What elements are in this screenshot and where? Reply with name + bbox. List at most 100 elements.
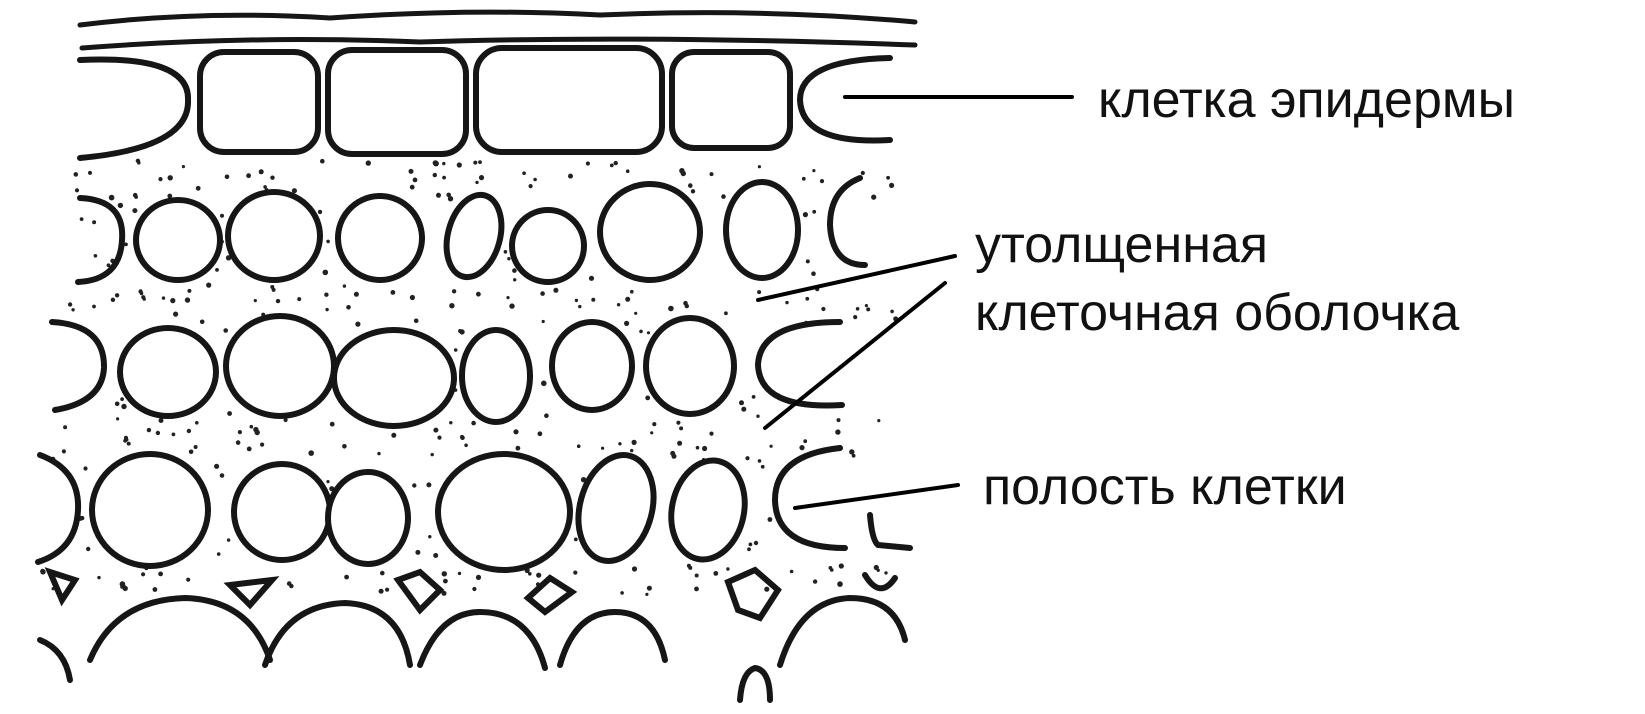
wall-stipple-dot [246,173,251,178]
pointer-cell-cavity [795,485,958,508]
cuticle-line [80,12,915,25]
collenchyma-cell [136,200,220,280]
wall-stipple-dot [186,578,190,582]
wall-stipple-dot [308,450,314,456]
epidermis-cell [672,52,790,148]
collenchyma-cell [228,192,320,280]
wall-stipple-dot [577,444,581,448]
wall-stipple-dot [739,400,744,405]
wall-stipple-dot [624,321,629,326]
cell-partial [775,448,845,548]
wall-stipple-dot [437,436,441,440]
wall-stipple-dot [121,404,126,409]
wall-stipple-dot [475,181,478,184]
wall-stipple-dot [652,422,656,426]
wall-stipple-dot [40,569,45,574]
wall-stipple-dot [325,308,328,311]
wall-stipple-dot [385,588,389,592]
wall-stipple-dot [410,295,415,300]
cell-partial [40,640,70,680]
wall-stipple-dot [625,297,630,302]
wall-stipple-dot [457,162,462,167]
wall-stipple-dot [137,161,141,165]
wall-stipple-dot [790,570,794,574]
wall-stipple-dot [866,307,870,311]
wall-stipple-dot [236,440,241,445]
wall-stipple-dot [757,290,761,294]
wall-stipple-dot [812,210,816,214]
wall-stipple-dot [80,217,84,221]
collenchyma-cell [462,330,530,422]
wall-stipple-dot [318,210,322,214]
wall-stipple-dot [884,571,887,574]
wall-stipple-dot [88,171,92,175]
wall-stipple-dot [513,278,516,281]
wall-stipple-dot [761,465,765,469]
wall-stipple-dot [259,169,264,174]
wall-stipple-dot [83,466,87,470]
wall-stipple-dot [586,161,590,165]
wall-stipple-dot [366,160,371,165]
wall-stipple-dot [442,162,445,165]
wall-stipple-dot [681,171,686,176]
collenchyma-cell [438,454,570,570]
collenchyma-cell [438,189,510,284]
wall-stipple-dot [238,430,242,434]
wall-stipple-dot [540,291,545,296]
wall-stipple-dot [647,586,652,591]
wall-stipple-dot [676,421,680,425]
wall-stipple-dot [478,160,482,164]
wall-stipple-dot [320,159,325,164]
intercellular-space [50,572,75,600]
wall-stipple-dot [650,431,653,434]
wall-stipple-dot [459,329,464,334]
wall-stipple-dot [86,547,90,551]
wall-stipple-dot [254,299,257,302]
wall-stipple-dot [544,413,549,418]
wall-stipple-dot [626,169,630,173]
wall-stipple-dot [452,289,456,293]
wall-stipple-dot [618,442,621,445]
epidermis-row [80,48,890,158]
wall-stipple-dot [132,208,137,213]
wall-stipple-dot [522,171,526,175]
epidermis-cell [476,48,662,152]
wall-stipple-dot [196,186,201,191]
wall-stipple-dot [380,571,385,576]
wall-stipple-dot [877,569,880,572]
wall-stipple-dot [632,440,637,445]
wall-stipple-dot [443,579,448,584]
wall-stipple-dot [414,319,419,324]
tissue-section [38,12,915,700]
wall-stipple-dot [409,169,414,174]
wall-stipple-dot [741,407,746,412]
wall-stipple-dot [802,177,806,181]
wall-stipple-dot [62,449,66,453]
wall-stipple-dot [504,250,508,254]
wall-stipple-dot [685,304,689,308]
wall-stipple-dot [721,194,726,199]
wall-stipple-dot [433,173,437,177]
wall-stipple-dot [542,320,545,323]
wall-stipple-dot [153,587,158,592]
wall-stipple-dot [710,172,714,176]
wall-stipple-dot [214,464,219,469]
wall-stipple-dot [272,288,276,292]
pointer-thickened-wall-2 [765,283,945,428]
wall-stipple-dot [512,268,517,273]
wall-stipple-dot [645,593,648,596]
wall-stipple-dot [63,425,67,429]
wall-stipple-dot [442,571,447,576]
wall-stipple-dot [473,161,477,165]
labels: клетка эпидермы утолщенная клеточная обо… [975,71,1515,516]
intercellular-space [230,580,272,605]
wall-stipple-dot [745,456,749,460]
wall-stipple-dot [436,193,441,198]
epidermis-cell-partial-right [800,58,890,141]
wall-stipple-dot [123,586,128,591]
collenchyma-cell [92,454,208,566]
cell-partial [830,178,865,265]
wall-stipple-dot [856,307,860,311]
wall-stipple-dot [428,535,431,538]
